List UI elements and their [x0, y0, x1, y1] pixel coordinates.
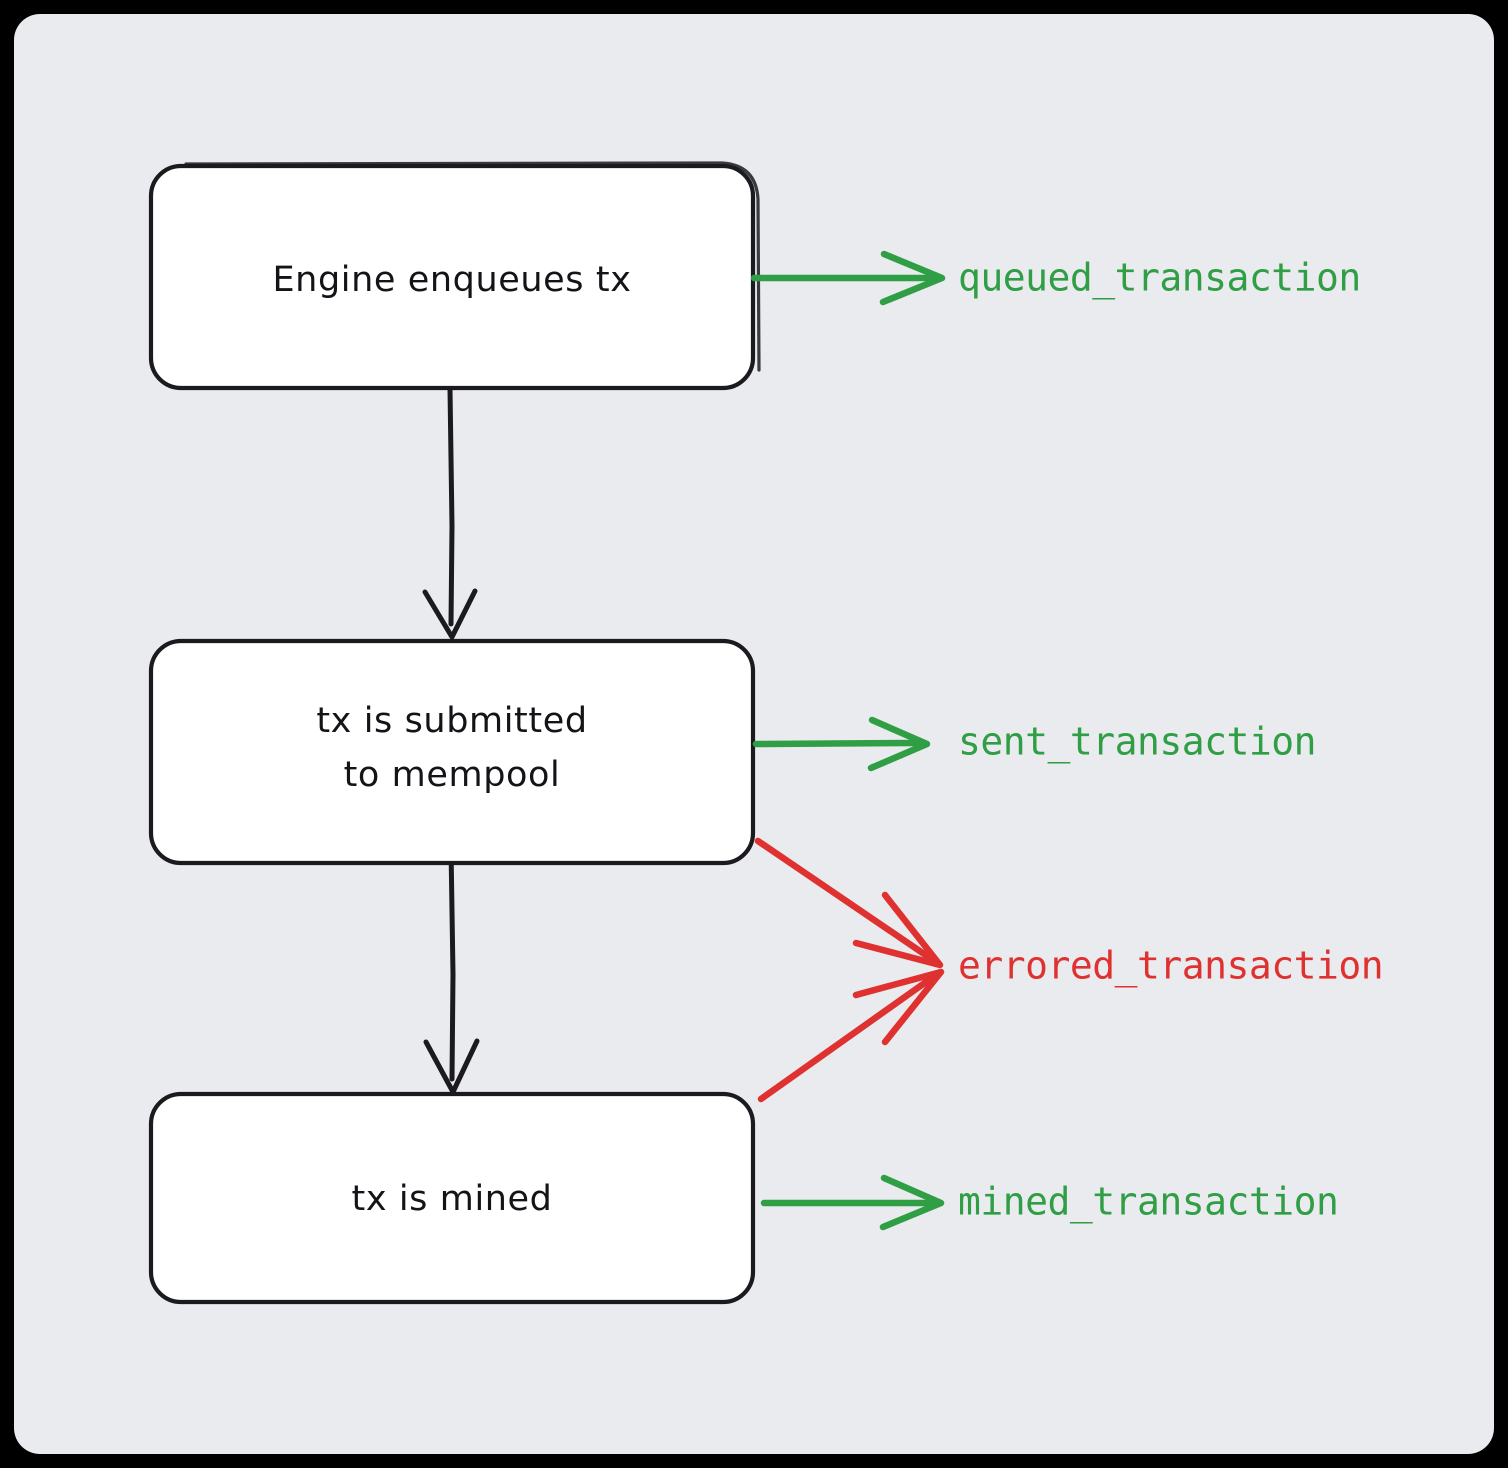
- node-shape-submit: [148, 638, 756, 866]
- flowchart-canvas: Engine enqueues tx tx is submitted to me…: [148, 161, 1384, 1305]
- node-label-mined: tx is mined: [352, 1179, 553, 1219]
- node-engine-enqueues-tx[interactable]: Engine enqueues tx: [148, 161, 761, 391]
- event-label-queued-transaction: queued_transaction: [958, 256, 1361, 301]
- node-tx-is-mined[interactable]: tx is mined: [148, 1091, 756, 1305]
- edge-enqueue-to-submit: [422, 386, 478, 640]
- node-label-enqueue: Engine enqueues tx: [272, 260, 631, 300]
- node-shape-mined: [148, 1091, 756, 1305]
- event-arrow-errored-from-submit: [754, 837, 944, 969]
- event-arrow-errored-from-mined: [757, 968, 945, 1103]
- node-tx-submitted-to-mempool[interactable]: tx is submitted to mempool: [148, 638, 756, 866]
- event-label-sent-transaction: sent_transaction: [958, 720, 1316, 765]
- event-arrow-mined-transaction: [760, 1174, 945, 1231]
- diagram-panel: Engine enqueues tx tx is submitted to me…: [14, 14, 1494, 1454]
- event-label-errored-transaction: errored_transaction: [958, 944, 1383, 989]
- event-label-mined-transaction: mined_transaction: [958, 1180, 1338, 1225]
- event-arrow-sent-transaction: [752, 716, 931, 772]
- node-label-submit-line1: tx is submitted: [316, 701, 587, 741]
- node-label-submit-line2: to mempool: [344, 755, 561, 795]
- edge-submit-to-mined: [423, 845, 480, 1095]
- event-arrow-queued-transaction: [750, 250, 946, 306]
